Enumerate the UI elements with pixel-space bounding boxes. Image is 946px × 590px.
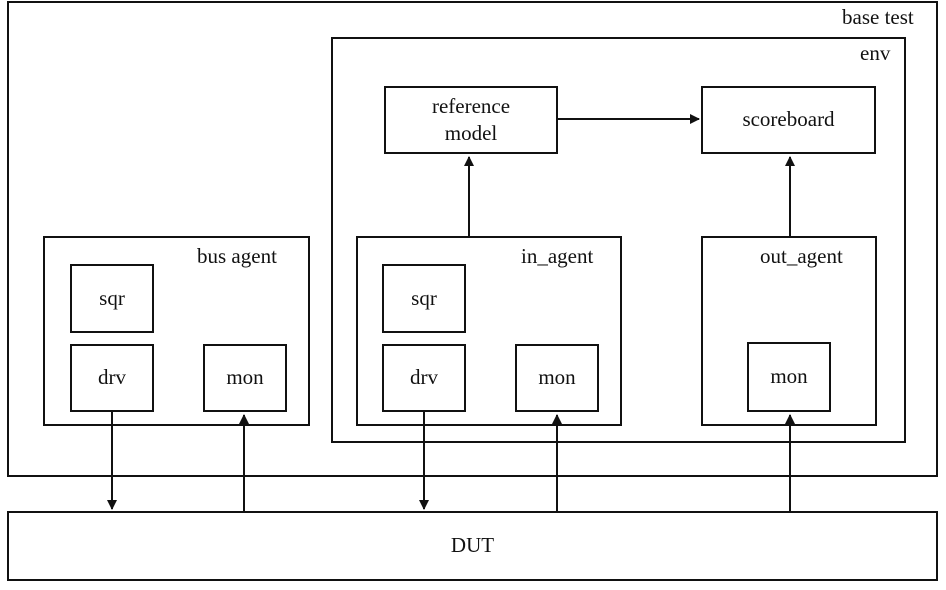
in-agent-frame: [356, 236, 622, 426]
in-agent-sqr-box: sqr: [382, 264, 466, 333]
out-agent-label: out_agent: [760, 244, 843, 268]
base-test-label: base test: [842, 5, 914, 29]
bus-agent-frame: [43, 236, 310, 426]
env-frame: [331, 37, 906, 443]
env-label: env: [860, 41, 891, 65]
bus-agent-sqr-box: sqr: [70, 264, 154, 333]
bus-agent-mon-box: mon: [203, 344, 287, 412]
scoreboard-box: scoreboard: [701, 86, 876, 154]
in-agent-drv-label: drv: [410, 365, 438, 390]
in-agent-mon-box: mon: [515, 344, 599, 412]
in-agent-label: in_agent: [521, 244, 594, 268]
reference-model-label-line2: model: [444, 121, 498, 145]
bus-agent-label: bus agent: [197, 244, 277, 268]
bus-agent-drv-label: drv: [98, 365, 126, 390]
reference-model-box: reference model: [384, 86, 558, 154]
base-test-frame: [7, 1, 938, 477]
in-agent-sqr-label: sqr: [411, 285, 437, 310]
in-agent-drv-box: drv: [382, 344, 466, 412]
dut-box: DUT: [7, 511, 938, 581]
dut-label: DUT: [450, 533, 495, 558]
out-agent-mon-box: mon: [747, 342, 831, 412]
in-agent-mon-label: mon: [538, 365, 576, 390]
bus-agent-drv-box: drv: [70, 344, 154, 412]
reference-model-label-line1: reference: [431, 93, 511, 118]
scoreboard-label: scoreboard: [742, 107, 835, 132]
out-agent-mon-label: mon: [770, 364, 808, 389]
bus-agent-sqr-label: sqr: [99, 285, 125, 310]
bus-agent-mon-label: mon: [226, 365, 264, 390]
